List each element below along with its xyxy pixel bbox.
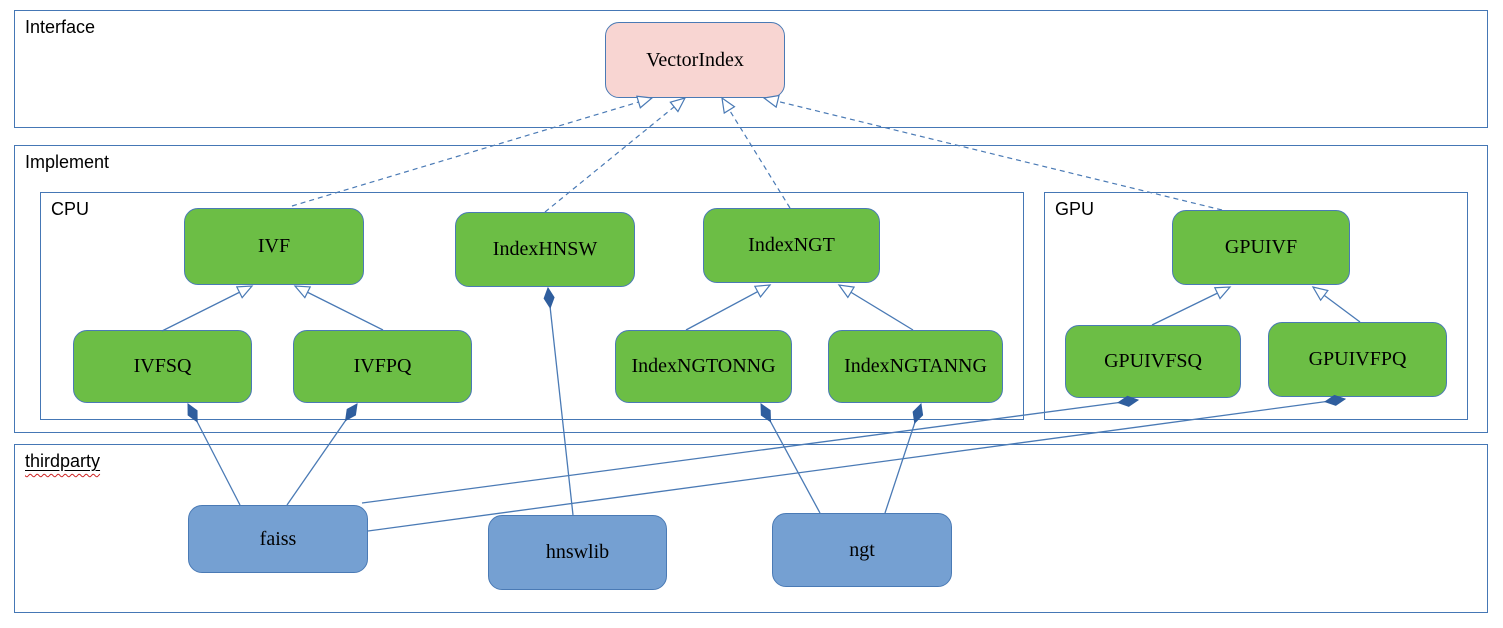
node-gpuivf: GPUIVF	[1172, 210, 1350, 285]
node-ivfpq-label: IVFPQ	[353, 355, 412, 377]
node-gpuivf-label: GPUIVF	[1224, 236, 1298, 258]
node-gpuivfsq-label: GPUIVFSQ	[1104, 350, 1202, 372]
node-ivf-label: IVF	[257, 235, 291, 257]
cpu-label: CPU	[51, 199, 90, 219]
node-ivf: IVF	[184, 208, 364, 285]
node-gpuivfsq: GPUIVFSQ	[1065, 325, 1241, 398]
node-hnswlib: hnswlib	[488, 515, 667, 590]
node-indexngt-label: IndexNGT	[748, 234, 835, 256]
node-indexngtanng: IndexNGTANNG	[828, 330, 1003, 403]
node-indexngtonng: IndexNGTONNG	[615, 330, 792, 403]
node-faiss: faiss	[188, 505, 368, 573]
interface-label: Interface	[25, 17, 96, 37]
node-faiss-label: faiss	[259, 527, 297, 550]
node-ivfsq: IVFSQ	[73, 330, 252, 403]
thirdparty-label: thirdparty	[25, 451, 101, 471]
implement-label: Implement	[25, 152, 110, 172]
node-gpuivfpq: GPUIVFPQ	[1268, 322, 1447, 397]
node-indexngt: IndexNGT	[703, 208, 880, 283]
node-ngt-label: ngt	[849, 538, 875, 561]
node-ngt: ngt	[772, 513, 952, 587]
node-indexngtonng-label: IndexNGTONNG	[631, 355, 776, 377]
node-ivfsq-label: IVFSQ	[133, 355, 192, 377]
node-vectorindex-label: VectorIndex	[646, 48, 744, 71]
node-gpuivfpq-label: GPUIVFPQ	[1308, 348, 1407, 370]
node-indexhnsw: IndexHNSW	[455, 212, 635, 287]
node-indexhnsw-label: IndexHNSW	[492, 238, 598, 260]
node-indexngtanng-label: IndexNGTANNG	[844, 355, 987, 377]
node-ivfpq: IVFPQ	[293, 330, 472, 403]
gpu-label: GPU	[1055, 199, 1095, 219]
node-vectorindex: VectorIndex	[605, 22, 785, 98]
node-hnswlib-label: hnswlib	[545, 541, 610, 563]
